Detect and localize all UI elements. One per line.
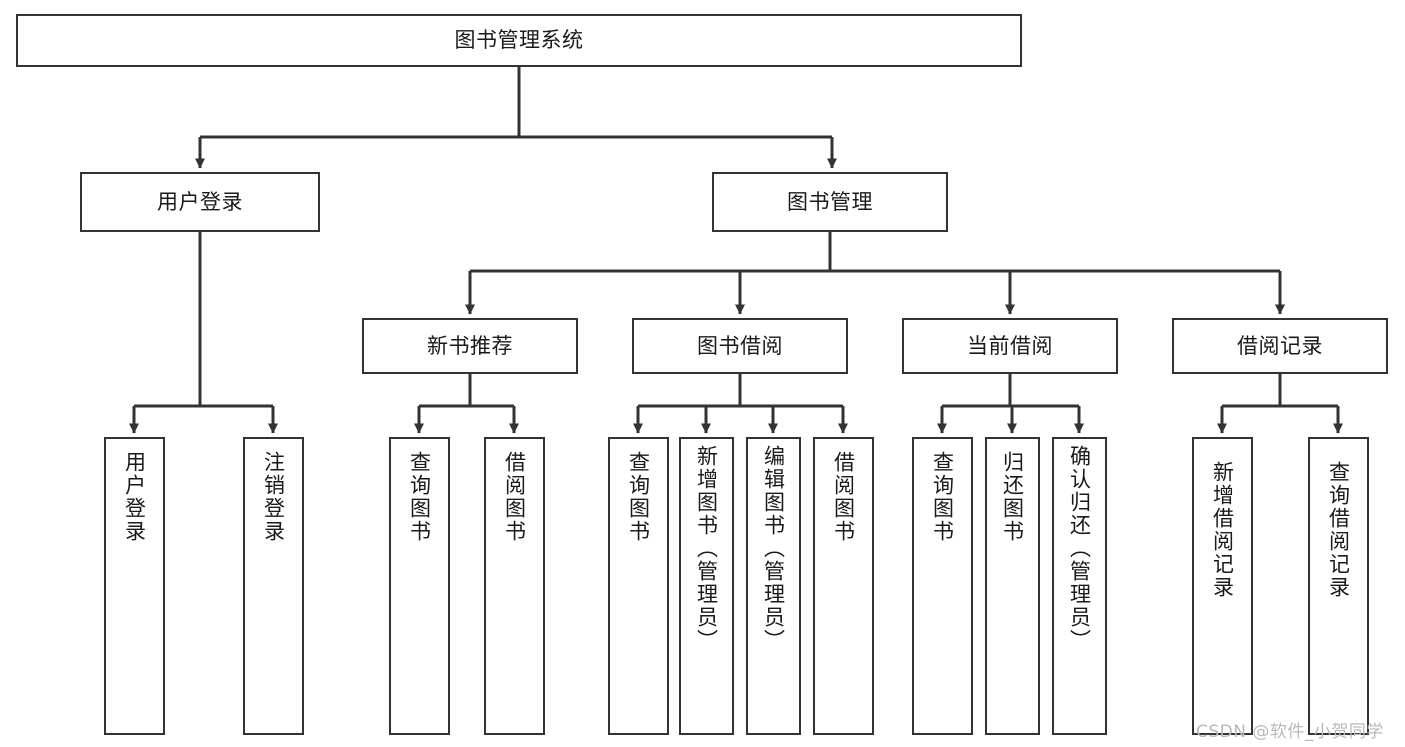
node-user-login-label: 用户登录 — [157, 189, 243, 214]
node-borrow-record-label: 借阅记录 — [1237, 333, 1323, 358]
node-leaf-query-book-rec-label: 查询图书 — [407, 451, 432, 543]
node-leaf-logout[interactable]: 注销登录 — [243, 437, 304, 735]
node-root-label: 图书管理系统 — [454, 28, 584, 53]
node-book-borrow[interactable]: 图书借阅 — [632, 318, 848, 374]
node-current-borrow-label: 当前借阅 — [967, 333, 1053, 358]
node-leaf-confirm-return[interactable]: 确认归还（管理员） — [1052, 437, 1107, 735]
node-book-management[interactable]: 图书管理 — [712, 172, 948, 232]
node-leaf-borrow-book-rec-label: 借阅图书 — [502, 451, 527, 543]
node-leaf-query-book-current-label: 查询图书 — [930, 451, 955, 543]
node-new-book-recommend[interactable]: 新书推荐 — [362, 318, 578, 374]
node-current-borrow[interactable]: 当前借阅 — [902, 318, 1118, 374]
node-leaf-user-login-label: 用户登录 — [122, 451, 147, 543]
node-leaf-logout-label: 注销登录 — [261, 451, 286, 543]
node-leaf-borrow-book[interactable]: 借阅图书 — [813, 437, 874, 735]
node-leaf-return-book[interactable]: 归还图书 — [985, 437, 1040, 735]
node-leaf-user-login[interactable]: 用户登录 — [104, 437, 165, 735]
node-leaf-return-book-label: 归还图书 — [1000, 451, 1025, 543]
node-leaf-edit-book[interactable]: 编辑图书（管理员） — [746, 437, 801, 735]
node-leaf-add-record[interactable]: 新增借阅记录 — [1192, 437, 1253, 735]
node-leaf-add-book-label: 新增图书（管理员） — [694, 445, 719, 652]
node-leaf-query-record-label: 查询借阅记录 — [1326, 461, 1351, 599]
node-book-management-label: 图书管理 — [787, 189, 873, 214]
node-new-book-recommend-label: 新书推荐 — [427, 333, 513, 358]
node-leaf-query-book-rec[interactable]: 查询图书 — [389, 437, 450, 735]
node-leaf-query-book-current[interactable]: 查询图书 — [912, 437, 973, 735]
node-book-borrow-label: 图书借阅 — [697, 333, 783, 358]
node-user-login[interactable]: 用户登录 — [80, 172, 320, 232]
node-leaf-add-book[interactable]: 新增图书（管理员） — [679, 437, 734, 735]
node-leaf-query-book-borrow-label: 查询图书 — [626, 451, 651, 543]
node-leaf-query-record[interactable]: 查询借阅记录 — [1308, 437, 1369, 735]
node-leaf-query-book-borrow[interactable]: 查询图书 — [608, 437, 669, 735]
node-leaf-edit-book-label: 编辑图书（管理员） — [761, 445, 786, 652]
watermark-text: CSDN @软件_小贺同学 — [1196, 722, 1384, 742]
node-root[interactable]: 图书管理系统 — [16, 14, 1022, 67]
node-leaf-borrow-book-label: 借阅图书 — [831, 451, 856, 543]
node-borrow-record[interactable]: 借阅记录 — [1172, 318, 1388, 374]
node-leaf-borrow-book-rec[interactable]: 借阅图书 — [484, 437, 545, 735]
node-leaf-add-record-label: 新增借阅记录 — [1210, 461, 1235, 599]
node-leaf-confirm-return-label: 确认归还（管理员） — [1067, 445, 1092, 652]
